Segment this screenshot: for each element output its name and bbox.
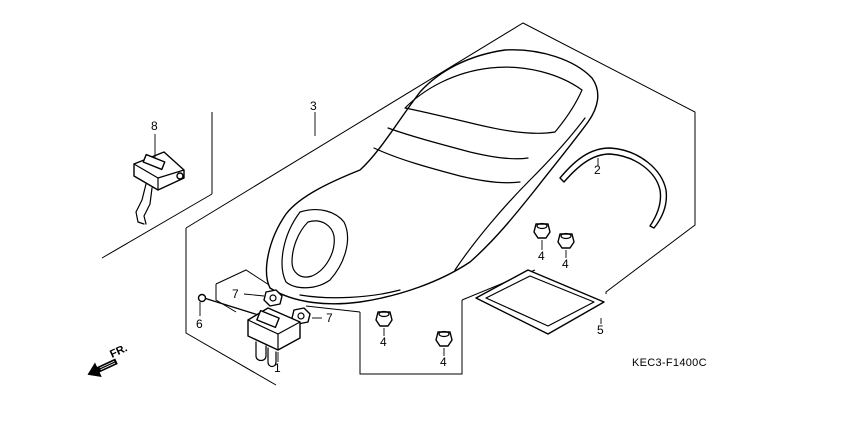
seat-trim-strip-part[interactable] (559, 147, 668, 229)
callout-8: 8 (151, 119, 158, 133)
callout-7b: 7 (326, 311, 333, 325)
callout-5: 5 (597, 323, 604, 337)
rubber-cushion-part-b[interactable] (557, 232, 575, 249)
front-direction-arrow-icon (87, 358, 118, 377)
callout-4c: 4 (380, 335, 387, 349)
seat-latch-part[interactable] (247, 307, 301, 368)
callout-leaders (154, 112, 602, 362)
callout-4a: 4 (538, 249, 545, 263)
rubber-cushion-part-c[interactable] (375, 310, 393, 327)
callout-7a: 7 (232, 287, 239, 301)
assembly-boundary-frame (101, 22, 696, 386)
flange-nut-part-a[interactable] (263, 289, 283, 307)
seat-lock-assembly-part[interactable] (133, 151, 185, 225)
front-direction-indicator: FR. (87, 342, 129, 377)
diagram-code: KEC3-F1400C (632, 357, 707, 369)
rubber-cushion-part-a[interactable] (533, 222, 551, 239)
callout-4d: 4 (440, 355, 447, 369)
callout-6: 6 (196, 317, 203, 331)
callout-2: 2 (594, 163, 601, 177)
callout-1: 1 (274, 361, 281, 375)
seat-assembly-part[interactable] (265, 49, 599, 305)
callout-3: 3 (310, 99, 317, 113)
callout-4b: 4 (562, 257, 569, 271)
seat-pad-part[interactable] (475, 269, 605, 335)
rubber-cushion-part-d[interactable] (435, 330, 453, 347)
front-label: FR. (108, 342, 129, 360)
